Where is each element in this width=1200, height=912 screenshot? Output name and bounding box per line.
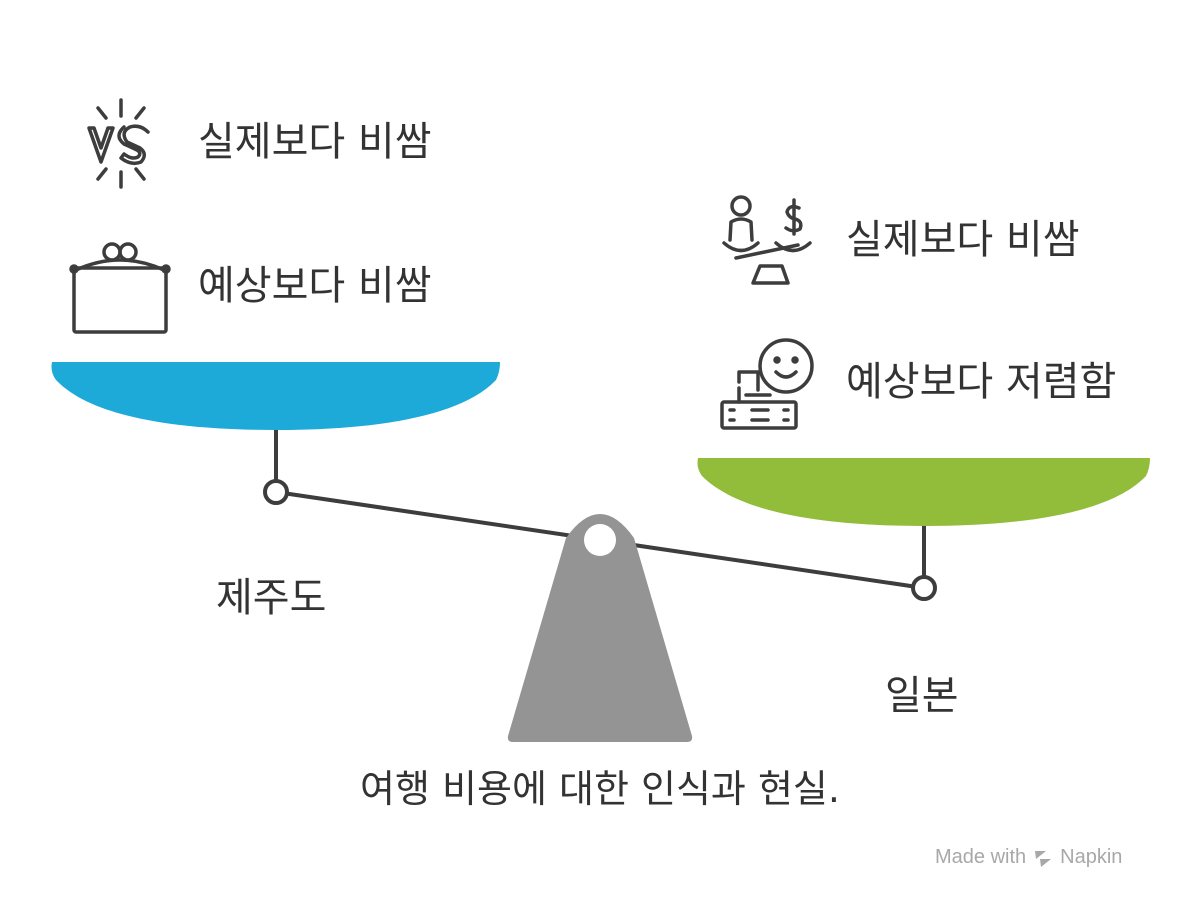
right-place-label: 일본 bbox=[885, 673, 959, 719]
left-pan bbox=[51, 362, 500, 430]
right-item-2-label: 예상보다 저렴함 bbox=[846, 359, 1117, 405]
vs-icon bbox=[87, 98, 150, 189]
fulcrum bbox=[507, 514, 693, 742]
left-pivot bbox=[263, 479, 289, 505]
right-pan bbox=[697, 458, 1150, 526]
watermark-made-text: Made with bbox=[935, 846, 1027, 868]
napkin-logo-icon bbox=[1035, 850, 1052, 867]
right-item-1-label: 실제보다 비쌈 bbox=[846, 217, 1080, 263]
purse-icon bbox=[69, 242, 171, 334]
left-item-2-label: 예상보다 비쌈 bbox=[198, 263, 432, 309]
diagram-caption: 여행 비용에 대한 인식과 현실. bbox=[360, 767, 840, 811]
happy-budget-icon bbox=[720, 338, 814, 430]
right-pivot bbox=[911, 575, 937, 601]
watermark-brand-text: Napkin bbox=[1060, 846, 1123, 868]
left-item-1-label: 실제보다 비쌈 bbox=[198, 119, 432, 165]
fulcrum-hole bbox=[584, 524, 616, 556]
left-place-label: 제주도 bbox=[216, 575, 327, 621]
balance-person-dollar-icon bbox=[722, 195, 812, 285]
napkin-watermark[interactable]: Made with Napkin bbox=[935, 846, 1122, 869]
